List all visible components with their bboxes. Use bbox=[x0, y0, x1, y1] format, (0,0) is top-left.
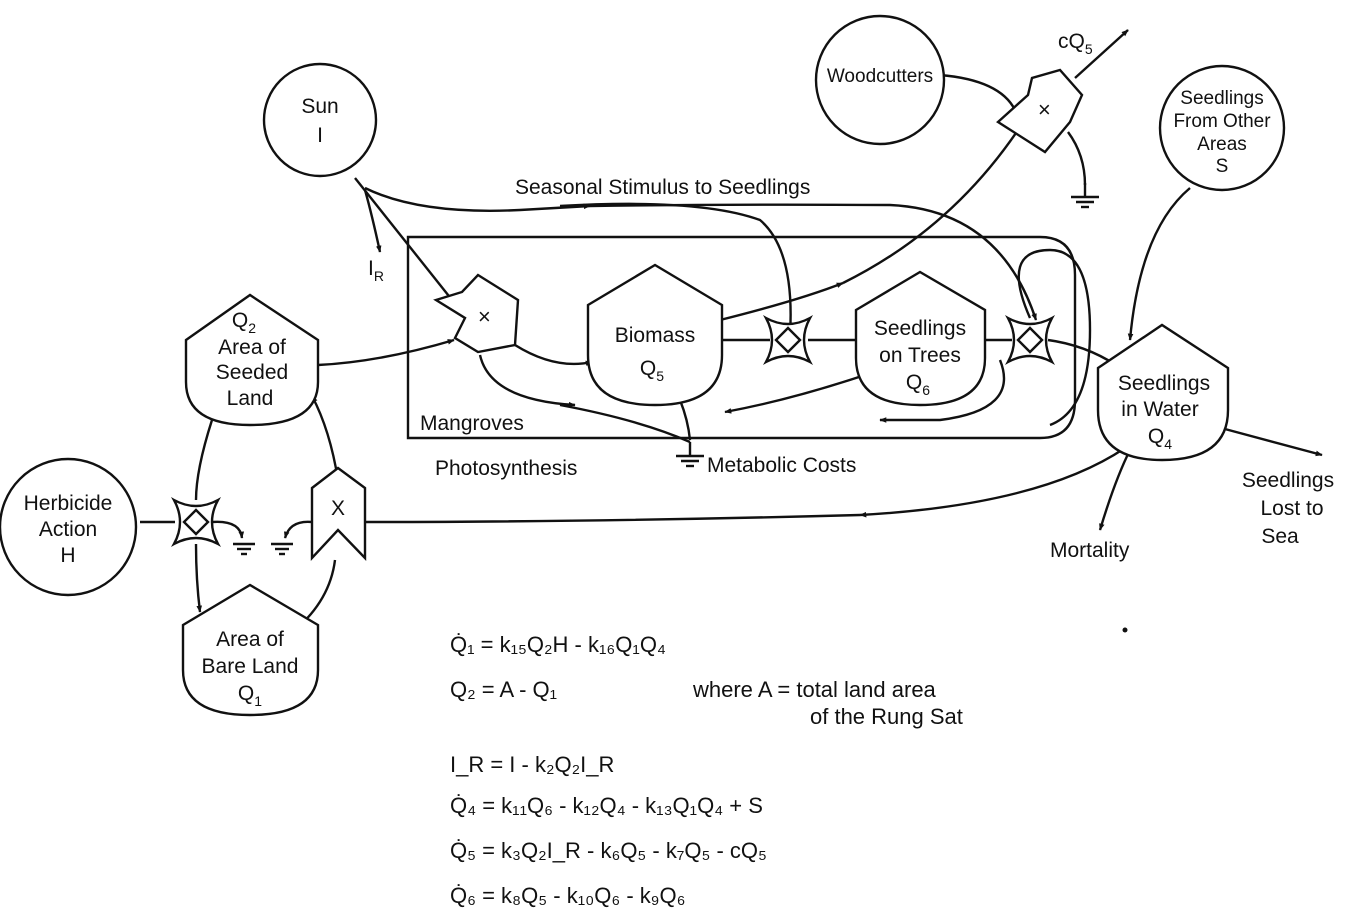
equation-note-line2: of the Rung Sat bbox=[810, 704, 963, 729]
svg-text:in Water: in Water bbox=[1121, 398, 1198, 421]
svg-text:S: S bbox=[1216, 156, 1229, 177]
label-photosynthesis: Photosynthesis bbox=[435, 457, 577, 480]
equation-q2: Q₂ = A - Q₁ bbox=[450, 677, 557, 702]
equation-q4-dot: Q̇₄ = k₁₁Q₆ - k₁₂Q₄ - k₁₃Q₁Q₄ + S bbox=[450, 793, 763, 818]
svg-text:I: I bbox=[317, 124, 323, 147]
equation-note-line1: where A = total land area bbox=[692, 677, 937, 702]
svg-text:Q4: Q4 bbox=[1148, 425, 1172, 452]
storage-q2-seeded-land: Q2 Area of Seeded Land bbox=[184, 293, 320, 427]
label-cq5: cQ5 bbox=[1058, 30, 1093, 57]
svg-text:X: X bbox=[331, 497, 345, 520]
heat-sink-x-gate-icon bbox=[269, 542, 295, 556]
svg-text:Seedlings: Seedlings bbox=[1180, 88, 1263, 109]
svg-text:Q1: Q1 bbox=[238, 682, 262, 709]
equation-block: Q̇₁ = k₁₅Q₂H - k₁₆Q₁Q₄ Q₂ = A - Q₁ where… bbox=[450, 632, 963, 908]
svg-text:Land: Land bbox=[227, 387, 274, 410]
source-seedlings-other-areas: Seedlings From Other Areas S bbox=[1158, 64, 1286, 192]
svg-text:From Other: From Other bbox=[1173, 111, 1271, 132]
equation-q6-dot: Q̇₆ = k₈Q₅ - k₁₀Q₆ - k₉Q₆ bbox=[450, 883, 686, 908]
bowtie-herbicide-icon bbox=[172, 498, 220, 546]
svg-text:Q5: Q5 bbox=[640, 357, 664, 384]
svg-text:H: H bbox=[60, 544, 75, 567]
svg-text:Area of: Area of bbox=[216, 628, 284, 651]
label-metabolic-costs: Metabolic Costs bbox=[707, 454, 856, 477]
mangroves-boundary bbox=[406, 235, 1077, 440]
label-lost-to-sea-3: Sea bbox=[1261, 525, 1299, 548]
svg-text:Q6: Q6 bbox=[906, 371, 930, 398]
svg-text:Action: Action bbox=[39, 518, 97, 541]
svg-text:Area of: Area of bbox=[218, 336, 286, 359]
storage-biomass-q5: Biomass Q5 bbox=[586, 263, 724, 407]
svg-text:Sun: Sun bbox=[301, 95, 338, 118]
equation-ir: I_R = I - k₂Q₂I_R bbox=[450, 752, 614, 777]
source-woodcutters: Woodcutters bbox=[814, 14, 946, 146]
bowtie-seed-production-icon bbox=[764, 316, 812, 364]
svg-text:on Trees: on Trees bbox=[879, 344, 961, 367]
storage-seedlings-in-water-q4: Seedlings in Water Q4 bbox=[1096, 323, 1230, 462]
equation-q5-dot: Q̇₅ = k₃Q₂I_R - k₆Q₅ - k₇Q₅ - cQ₅ bbox=[450, 838, 767, 863]
svg-text:Woodcutters: Woodcutters bbox=[827, 66, 933, 87]
svg-text:Seeded: Seeded bbox=[216, 361, 288, 384]
flow-lines bbox=[140, 29, 1323, 631]
svg-text:Bare Land: Bare Land bbox=[202, 655, 299, 678]
label-ir: IR bbox=[368, 257, 384, 284]
equation-q1-dot: Q̇₁ = k₁₅Q₂H - k₁₆Q₁Q₄ bbox=[450, 632, 666, 657]
source-herbicide: Herbicide Action H bbox=[0, 457, 138, 597]
label-lost-to-sea-1: Seedlings bbox=[1242, 469, 1334, 492]
label-mangroves: Mangroves bbox=[420, 412, 524, 435]
svg-text:Areas: Areas bbox=[1197, 134, 1247, 155]
storage-q1-bare-land: Area of Bare Land Q1 bbox=[181, 583, 320, 717]
x-gate-seeding: X bbox=[310, 466, 367, 562]
heat-sink-metabolic-icon bbox=[674, 440, 706, 468]
svg-text:×: × bbox=[478, 304, 491, 329]
label-lost-to-sea-2: Lost to bbox=[1260, 497, 1323, 520]
stray-dot bbox=[1122, 627, 1128, 633]
bowtie-seed-release-icon bbox=[1006, 316, 1054, 364]
svg-text:Biomass: Biomass bbox=[615, 324, 696, 347]
svg-text:Q2: Q2 bbox=[232, 309, 256, 336]
svg-text:Herbicide: Herbicide bbox=[24, 492, 113, 515]
storage-seedlings-on-trees-q6: Seedlings on Trees Q6 bbox=[854, 270, 987, 407]
multiplier-gate-woodcutters: × bbox=[996, 68, 1084, 154]
label-seasonal-stimulus: Seasonal Stimulus to Seedlings bbox=[515, 176, 810, 199]
svg-text:×: × bbox=[1038, 97, 1051, 122]
label-mortality: Mortality bbox=[1050, 539, 1130, 562]
svg-text:Seedlings: Seedlings bbox=[874, 317, 966, 340]
heat-sink-woodcut-icon bbox=[1069, 181, 1101, 209]
source-sun: Sun I bbox=[262, 62, 378, 178]
svg-text:Seedlings: Seedlings bbox=[1118, 372, 1210, 395]
multiplier-gate-photosynthesis: × bbox=[433, 273, 520, 354]
heat-sink-herbicide-icon bbox=[231, 542, 257, 556]
